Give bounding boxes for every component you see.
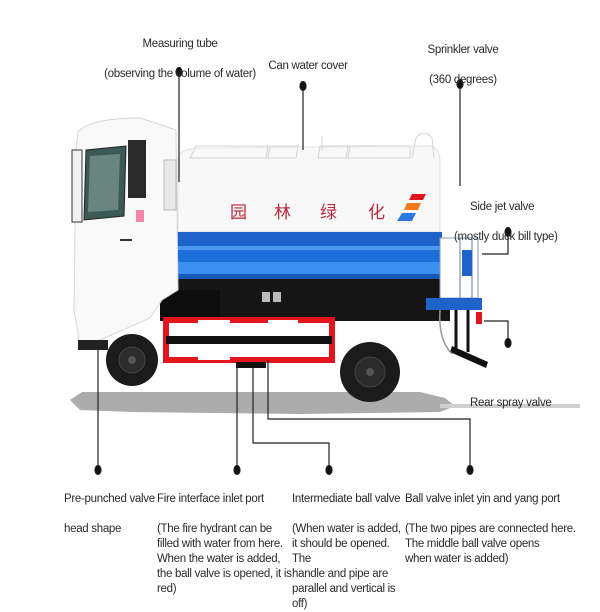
callout-pre-punched-valve-detail: head shape: [64, 523, 122, 535]
callout-rear-spray-valve-title: Rear spray valve: [470, 397, 552, 409]
leader-lines: [94, 66, 512, 476]
tank-lettering-4: 化: [368, 203, 385, 223]
callout-fire-interface-detail: (The fire hydrant can be filled with wat…: [157, 523, 292, 595]
tank-lettering-2: 林: [274, 203, 291, 223]
callout-rear-spray-valve: Rear spray valve: [470, 381, 590, 411]
callout-pre-punched-valve: Pre-punched valve head shape: [64, 477, 164, 537]
callout-side-jet-valve: Side jet valve (mostly duck bill type): [454, 185, 592, 245]
callout-intermediate-ball-valve: Intermediate ball valve (When water is a…: [292, 477, 402, 612]
ground-shadow: [70, 392, 455, 414]
callout-measuring-tube-detail: (observing the volume of water): [104, 68, 256, 80]
callout-can-water-cover-title: Can water cover: [268, 60, 348, 72]
callout-intermediate-ball-valve-title: Intermediate ball valve: [292, 493, 401, 505]
tank-lettering-1: 园: [230, 203, 247, 223]
rear-platform: [426, 237, 488, 368]
rear-wheel: [340, 342, 400, 402]
callout-pre-punched-valve-title: Pre-punched valve: [64, 493, 155, 505]
ground-shadow-light: [440, 404, 580, 408]
callout-sprinkler-valve-title: Sprinkler valve: [427, 44, 499, 56]
callout-ball-valve-inlet: Ball valve inlet yin and yang port (The …: [405, 477, 595, 567]
callout-can-water-cover: Can water cover: [258, 44, 358, 74]
side-guard: [163, 317, 335, 368]
water-tank: 园 林 绿 化: [176, 132, 442, 279]
callout-sprinkler-valve: Sprinkler valve (360 degrees): [418, 28, 508, 88]
callout-side-jet-valve-title: Side jet valve: [470, 201, 535, 213]
stripe-logo: [409, 194, 426, 200]
callout-ball-valve-inlet-title: Ball valve inlet yin and yang port: [405, 493, 560, 505]
callout-fire-interface: Fire interface inlet port (The fire hydr…: [157, 477, 297, 597]
callout-ball-valve-inlet-detail: (The two pipes are connected here. The m…: [405, 523, 576, 565]
callout-measuring-tube: Measuring tube (observing the volume of …: [100, 22, 260, 82]
callout-fire-interface-title: Fire interface inlet port: [157, 493, 264, 505]
tank-lettering-3: 绿: [320, 203, 337, 223]
callout-intermediate-ball-valve-detail: (When water is added, it should be opene…: [292, 523, 401, 610]
callout-measuring-tube-title: Measuring tube: [142, 38, 218, 50]
callout-sprinkler-valve-detail: (360 degrees): [429, 74, 497, 86]
truck-cab: [71, 117, 179, 350]
front-wheel: [106, 334, 158, 386]
callout-side-jet-valve-detail: (mostly duck bill type): [454, 231, 558, 243]
